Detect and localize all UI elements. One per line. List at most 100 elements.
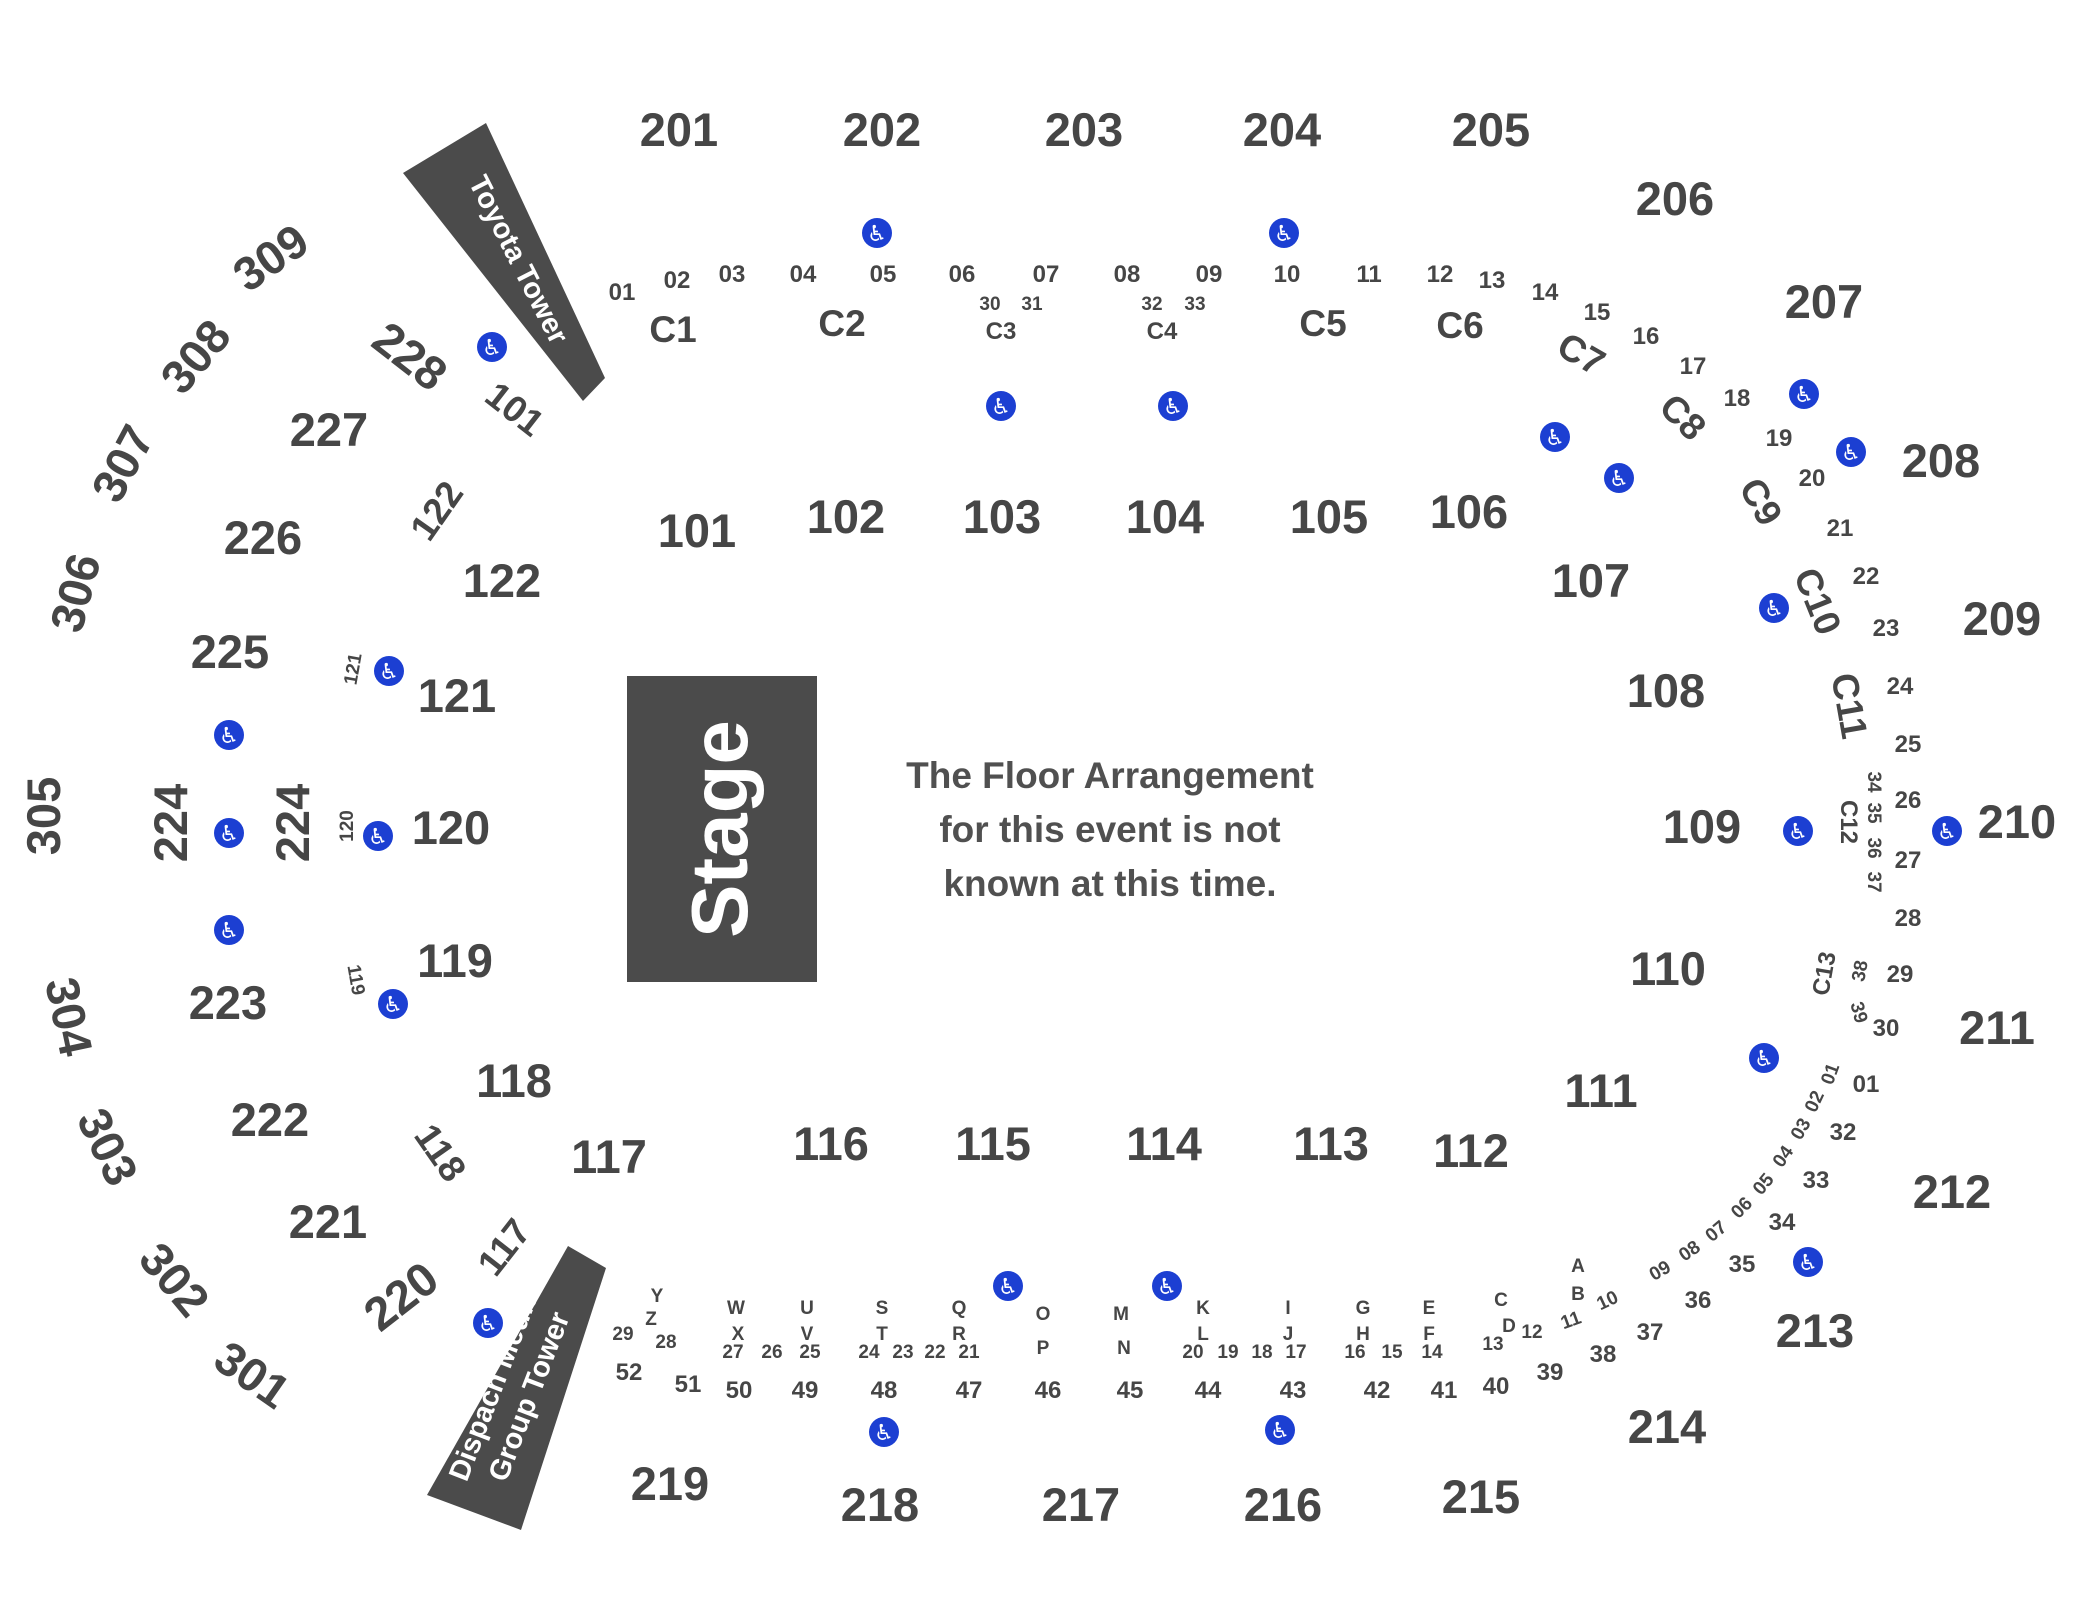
- small-26: 26: [761, 1342, 782, 1363]
- section-215[interactable]: 215: [1442, 1470, 1520, 1523]
- section-122[interactable]: 122: [463, 554, 541, 607]
- box-06: 06: [949, 261, 976, 288]
- suite-c3[interactable]: C3: [986, 318, 1017, 345]
- section-309[interactable]: 309: [223, 213, 318, 301]
- section-209[interactable]: 209: [1963, 592, 2041, 645]
- suite-c4[interactable]: C4: [1147, 318, 1178, 345]
- section-212[interactable]: 212: [1913, 1165, 1991, 1218]
- section-106[interactable]: 106: [1430, 485, 1508, 538]
- section-118[interactable]: 118: [476, 1054, 552, 1107]
- section-210[interactable]: 210: [1978, 795, 2056, 848]
- svg-text:♿: ♿: [867, 222, 887, 247]
- section-304[interactable]: 304: [35, 973, 103, 1061]
- suite-c10[interactable]: C10: [1786, 562, 1849, 640]
- svg-text:♿: ♿: [383, 993, 403, 1018]
- section-222[interactable]: 222: [231, 1093, 309, 1146]
- section-221[interactable]: 221: [289, 1195, 367, 1248]
- section-303[interactable]: 303: [67, 1100, 149, 1194]
- row-J: J: [1283, 1324, 1294, 1345]
- small-01: 01: [1817, 1060, 1844, 1087]
- section-306[interactable]: 306: [39, 548, 110, 637]
- small-05: 05: [1749, 1169, 1779, 1199]
- small-28: 28: [655, 1332, 676, 1353]
- section-119[interactable]: 119: [417, 934, 493, 987]
- section-120[interactable]: 120: [412, 801, 490, 854]
- section-214[interactable]: 214: [1628, 1400, 1706, 1453]
- section-220[interactable]: 220: [354, 1251, 448, 1341]
- section-219[interactable]: 219: [631, 1457, 709, 1510]
- section-211[interactable]: 211: [1959, 1001, 2035, 1054]
- row-N: N: [1117, 1338, 1131, 1359]
- box-43: 43: [1280, 1377, 1307, 1404]
- section-205[interactable]: 205: [1452, 103, 1530, 156]
- section-104[interactable]: 104: [1126, 490, 1204, 543]
- section-201[interactable]: 201: [640, 103, 718, 156]
- toyota-tower[interactable]: [403, 123, 605, 401]
- section-226[interactable]: 226: [224, 511, 302, 564]
- box-04: 04: [790, 261, 817, 288]
- section-107[interactable]: 107: [1552, 554, 1630, 607]
- section-112[interactable]: 112: [1433, 1124, 1509, 1177]
- section-103[interactable]: 103: [963, 490, 1041, 543]
- section-228[interactable]: 228: [363, 311, 457, 401]
- section-301[interactable]: 301: [205, 1330, 300, 1418]
- section-213[interactable]: 213: [1776, 1304, 1854, 1357]
- stage[interactable]: [627, 676, 817, 982]
- section-114[interactable]: 114: [1126, 1117, 1202, 1170]
- section-206[interactable]: 206: [1636, 172, 1714, 225]
- section-202[interactable]: 202: [843, 103, 921, 156]
- box-50: 50: [726, 1377, 753, 1404]
- small-16: 16: [1344, 1342, 1365, 1363]
- section-204[interactable]: 204: [1243, 103, 1321, 156]
- section-227[interactable]: 227: [290, 403, 368, 456]
- section-110[interactable]: 110: [1630, 942, 1706, 995]
- suite-c6[interactable]: C6: [1436, 305, 1483, 346]
- section-203[interactable]: 203: [1045, 103, 1123, 156]
- suite-c13[interactable]: C13: [1807, 950, 1841, 998]
- section-225[interactable]: 225: [191, 625, 269, 678]
- section-308[interactable]: 308: [150, 309, 241, 403]
- section-111[interactable]: 111: [1564, 1064, 1637, 1117]
- dispatch-media-group-tower[interactable]: [427, 1246, 606, 1530]
- box-49: 49: [792, 1377, 819, 1404]
- suite-c5[interactable]: C5: [1299, 303, 1346, 344]
- section-121[interactable]: 121: [418, 669, 496, 722]
- box-51: 51: [675, 1371, 702, 1398]
- suite-c9[interactable]: C9: [1731, 471, 1790, 532]
- wheelchair-icon: ♿: [1265, 1415, 1295, 1445]
- box-15: 15: [1584, 299, 1611, 326]
- section-207[interactable]: 207: [1785, 275, 1863, 328]
- inner-33: 33: [1184, 294, 1205, 315]
- section-224-inner[interactable]: 224: [266, 784, 319, 862]
- suite-c12[interactable]: C12: [1835, 800, 1862, 844]
- suite-c8[interactable]: C8: [1652, 386, 1714, 448]
- small-08: 08: [1675, 1237, 1704, 1266]
- svg-text:♿: ♿: [1163, 395, 1183, 420]
- suite-c7[interactable]: C7: [1551, 325, 1612, 384]
- box-17: 17: [1680, 353, 1707, 380]
- section-302[interactable]: 302: [129, 1232, 220, 1326]
- section-102[interactable]: 102: [807, 490, 885, 543]
- section-117[interactable]: 117: [571, 1130, 647, 1183]
- section-217[interactable]: 217: [1042, 1478, 1120, 1531]
- section-208[interactable]: 208: [1902, 434, 1980, 487]
- suite-c11[interactable]: C11: [1823, 670, 1875, 742]
- section-307[interactable]: 307: [81, 416, 165, 510]
- section-116[interactable]: 116: [793, 1117, 869, 1170]
- box-24: 24: [1887, 673, 1914, 700]
- suite-c1[interactable]: C1: [649, 309, 696, 350]
- suite-c2[interactable]: C2: [818, 303, 865, 344]
- section-101[interactable]: 101: [658, 504, 736, 557]
- section-218[interactable]: 218: [841, 1478, 919, 1531]
- section-108[interactable]: 108: [1627, 664, 1705, 717]
- section-305[interactable]: 305: [17, 777, 70, 855]
- section-113[interactable]: 113: [1293, 1117, 1369, 1170]
- section-105[interactable]: 105: [1290, 490, 1368, 543]
- section-109[interactable]: 109: [1663, 800, 1741, 853]
- section-216[interactable]: 216: [1244, 1478, 1322, 1531]
- wheelchair-icon: ♿: [862, 218, 892, 248]
- section-223[interactable]: 223: [189, 976, 267, 1029]
- section-115[interactable]: 115: [955, 1117, 1031, 1170]
- section-224-outer[interactable]: 224: [144, 784, 197, 862]
- wheelchair-icon: ♿: [1604, 463, 1634, 493]
